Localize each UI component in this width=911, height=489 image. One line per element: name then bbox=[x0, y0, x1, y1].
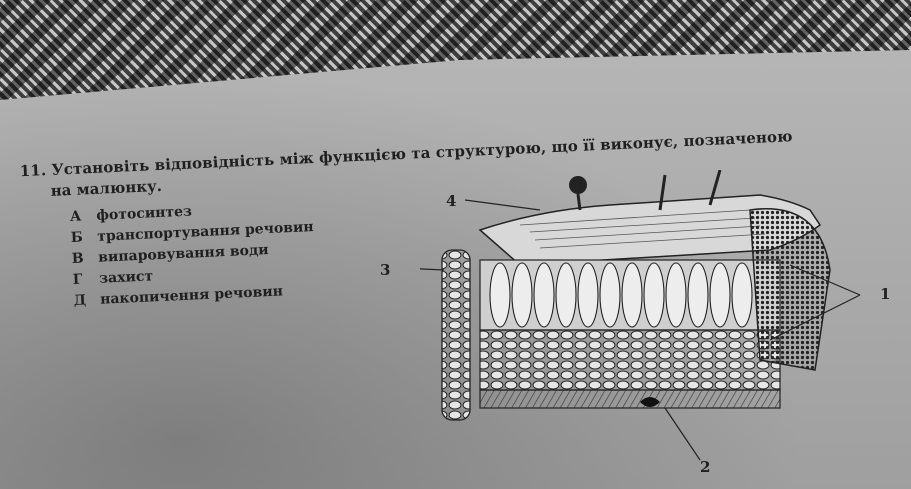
stoma bbox=[640, 397, 660, 407]
question-text-line2: на малюнку. bbox=[50, 176, 163, 200]
option-text: фотосинтез bbox=[95, 203, 193, 224]
option-c: В випаровування води bbox=[71, 242, 269, 267]
spongy-tissue bbox=[479, 329, 781, 391]
option-letter: А bbox=[69, 208, 82, 226]
option-text: захист bbox=[98, 268, 154, 287]
leader-line-4 bbox=[464, 199, 541, 211]
option-d: Г захист bbox=[72, 268, 153, 288]
leader-line-1b bbox=[769, 294, 861, 341]
option-e: Д накопичення речовин bbox=[73, 283, 283, 308]
glandular-hair bbox=[569, 176, 587, 211]
diagram-label-4: 4 bbox=[446, 192, 457, 210]
option-text: випаровування води bbox=[97, 242, 269, 266]
diagram-label-3: 3 bbox=[380, 261, 391, 279]
leader-line-3 bbox=[420, 268, 445, 271]
option-letter: Г bbox=[72, 271, 83, 288]
option-text: транспортування речовин bbox=[96, 219, 314, 245]
option-a: А фотосинтез bbox=[70, 204, 193, 226]
diagram-label-2: 2 bbox=[700, 458, 711, 476]
leaf-hairs bbox=[658, 170, 722, 211]
side-tissue-column bbox=[441, 249, 471, 421]
option-letter: Д bbox=[73, 292, 87, 309]
leaf-cross-section-diagram bbox=[420, 170, 861, 461]
lower-epidermis bbox=[479, 389, 781, 409]
palisade-tissue bbox=[479, 259, 781, 331]
option-letter: Б bbox=[70, 229, 84, 247]
question-number: 11. bbox=[19, 161, 47, 181]
leader-line-1a bbox=[789, 264, 861, 296]
option-letter: В bbox=[71, 250, 85, 268]
diagram-label-1: 1 bbox=[880, 285, 891, 303]
vascular-bundle bbox=[749, 208, 831, 371]
leader-line-2 bbox=[664, 407, 701, 461]
cuticle-stripes bbox=[519, 209, 766, 249]
option-text: накопичення речовин bbox=[99, 283, 284, 308]
